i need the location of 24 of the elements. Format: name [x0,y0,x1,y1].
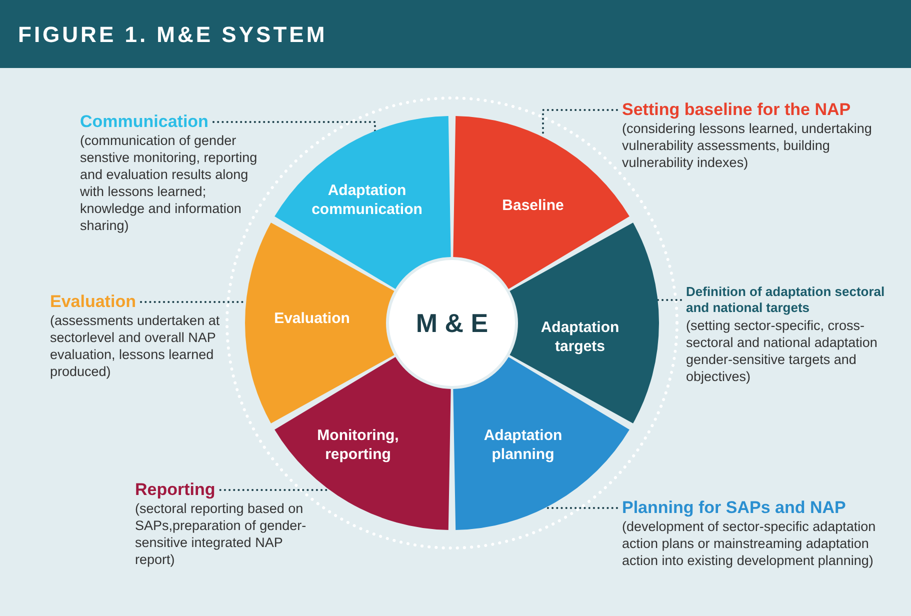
piece-label: Adaptation communication [310,181,424,219]
callout-text: (setting sector-specific, cross-sectoral and national adaptation gender-sensitive targets and objectives) [686,317,878,385]
piece-label: Adaptation targets [540,318,620,356]
callout-heading: Evaluation [50,292,136,312]
puzzle-piece [245,222,394,424]
callout-text: (considering lessons learned, undertaking vulnerability assessments, building vulnerability indexes) [622,120,873,171]
callout-heading: Communication [80,112,208,132]
leader-line [212,121,376,132]
callout-text: (assessments undertaken at sectorlevel and overall NAP evaluation, lessons learned produced) [50,312,221,380]
figure-title: FIGURE 1. M&E SYSTEM [18,22,328,48]
puzzle-piece [510,222,659,424]
piece-label: Baseline [501,196,565,214]
callout-heading: Reporting [135,480,216,500]
puzzle-piece [274,116,451,289]
callout-heading: Planning for SAPs and NAP [622,498,846,518]
piece-label: Adaptation planning [482,426,564,464]
piece-label: Monitoring, reporting [316,426,400,464]
piece-label: Evaluation [273,308,351,328]
callout-heading: Setting baseline for the NAP [622,100,851,120]
callout-text: (development of sector-specific adaptation action plans or mainstreaming adaptation action into existing development planning) [622,518,877,569]
callout-text: (communication of gender senstive monitoring, reporting and evaluation results along with lessons learned; knowledge and information sharing) [80,132,258,234]
leader-line [656,299,682,301]
callout-text: (sectoral reporting based on SAPs,preparation of gender-sensitive integrated NAP report) [135,500,308,568]
callout-heading: Definition of adaptation sectoral and national targets [686,284,886,316]
